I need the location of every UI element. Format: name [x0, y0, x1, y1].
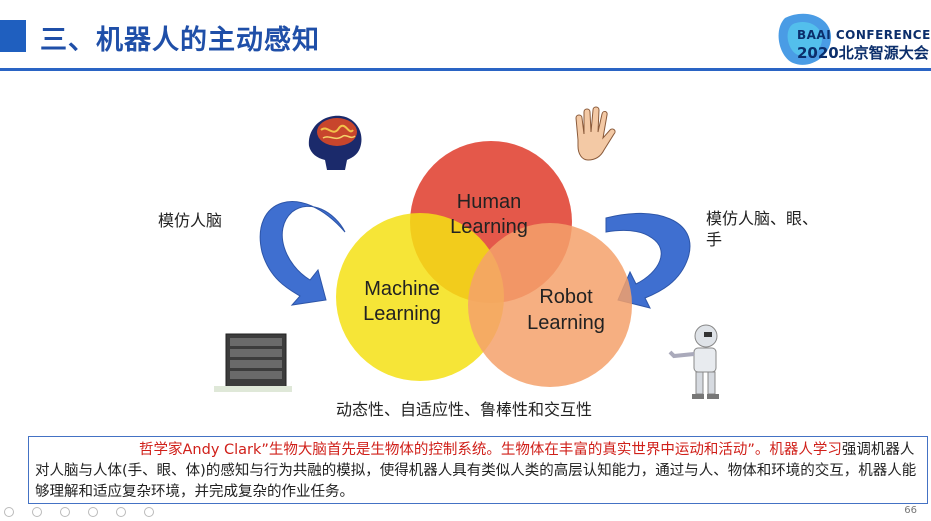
prev-slide-icon[interactable]: [4, 507, 14, 517]
right-label-line1: 模仿人脑、眼、: [706, 209, 819, 228]
logo-event-text: 2020北京智源大会: [797, 44, 929, 62]
machine-learning-label-1: Machine: [364, 278, 440, 300]
next-slide-icon[interactable]: [32, 507, 42, 517]
left-label: 模仿人脑: [158, 211, 223, 230]
quote-black-text: 强调机器人对人脑与人体(手、眼、体)的感知与行为共融的模拟，使得机器人具有类似人…: [35, 442, 917, 500]
hand-icon: [575, 106, 616, 161]
pen-icon[interactable]: [60, 507, 70, 517]
title-underline: [0, 68, 931, 71]
brain-icon: [308, 115, 362, 170]
gallery-icon[interactable]: [88, 507, 98, 517]
logo-conference-text: BAAI CONFERENCE: [797, 28, 931, 42]
conference-logo: BAAI CONFERENCE 2020北京智源大会: [775, 8, 930, 70]
quote-box: 哲学家Andy Clark”生物大脑首先是生物体的控制系统。生物体在丰富的真实世…: [28, 436, 928, 504]
server-icon: [214, 333, 292, 392]
left-curved-arrow: [259, 201, 346, 306]
robot-icon: [668, 324, 719, 399]
page-number: 66: [904, 505, 917, 516]
machine-learning-circle: [336, 213, 504, 381]
human-learning-label-1: Human: [457, 191, 521, 213]
robot-learning-label-2: Learning: [527, 312, 605, 334]
logo-blob-icon: [778, 13, 832, 65]
zoom-icon[interactable]: [116, 507, 126, 517]
diagram-caption: 动态性、自适应性、鲁棒性和交互性: [336, 400, 593, 419]
human-learning-label-2: Learning: [450, 216, 528, 238]
right-label-line2: 手: [706, 230, 723, 249]
robot-learning-label-1: Robot: [539, 286, 593, 308]
more-icon[interactable]: [144, 507, 154, 517]
machine-learning-label-2: Learning: [363, 303, 441, 325]
quote-red-text: 哲学家Andy Clark”生物大脑首先是生物体的控制系统。生物体在丰富的真实世…: [139, 442, 842, 458]
title-accent-bar: [0, 20, 26, 52]
robot-learning-circle: [468, 223, 632, 387]
slide-title: 三、机器人的主动感知: [40, 25, 320, 56]
